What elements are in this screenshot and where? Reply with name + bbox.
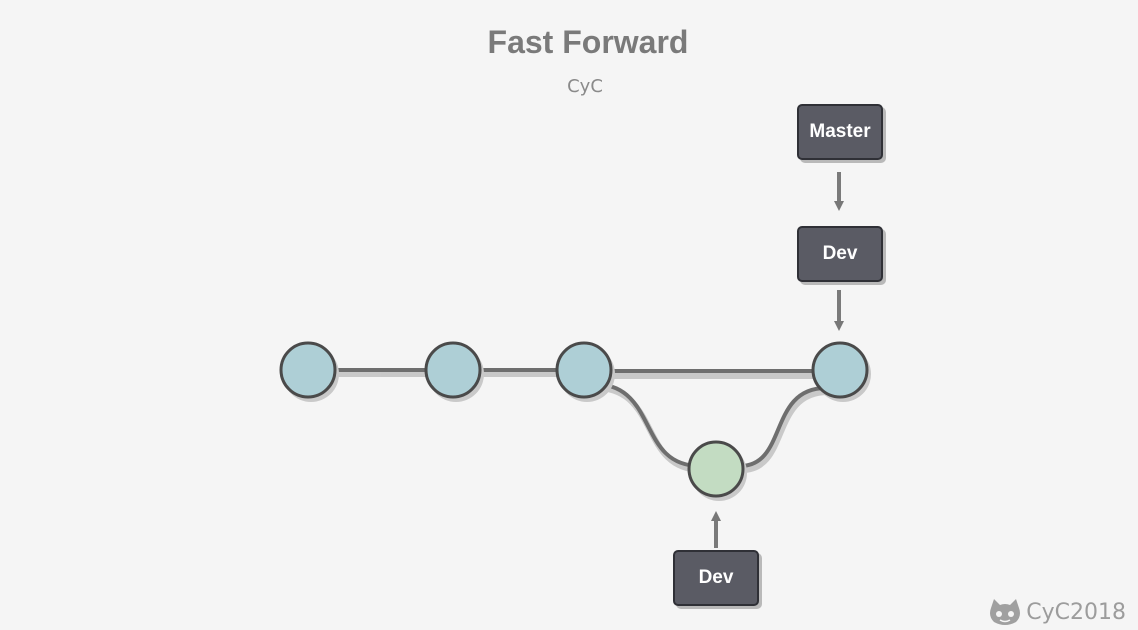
pointer-arrows	[711, 172, 844, 548]
watermark: CyC2018	[988, 598, 1126, 626]
watermark-text: CyC2018	[1026, 599, 1126, 625]
commit-node-c3	[555, 341, 613, 399]
commit-node-c4	[811, 341, 869, 399]
commits	[279, 341, 869, 498]
dev-branch-label-bottom: Dev	[673, 550, 759, 606]
master-branch-label: Master	[797, 104, 883, 160]
cat-icon	[988, 598, 1022, 626]
edge-d1-c4	[739, 386, 827, 468]
diagram-title: Fast Forward	[487, 24, 689, 60]
diagram-subtitle: CyC	[567, 76, 603, 97]
dev-branch-label-top: Dev	[797, 226, 883, 282]
commit-node-d1	[687, 440, 745, 498]
commit-node-c2	[424, 341, 482, 399]
commit-node-c1	[279, 341, 337, 399]
edge-c3-d1	[597, 382, 701, 468]
